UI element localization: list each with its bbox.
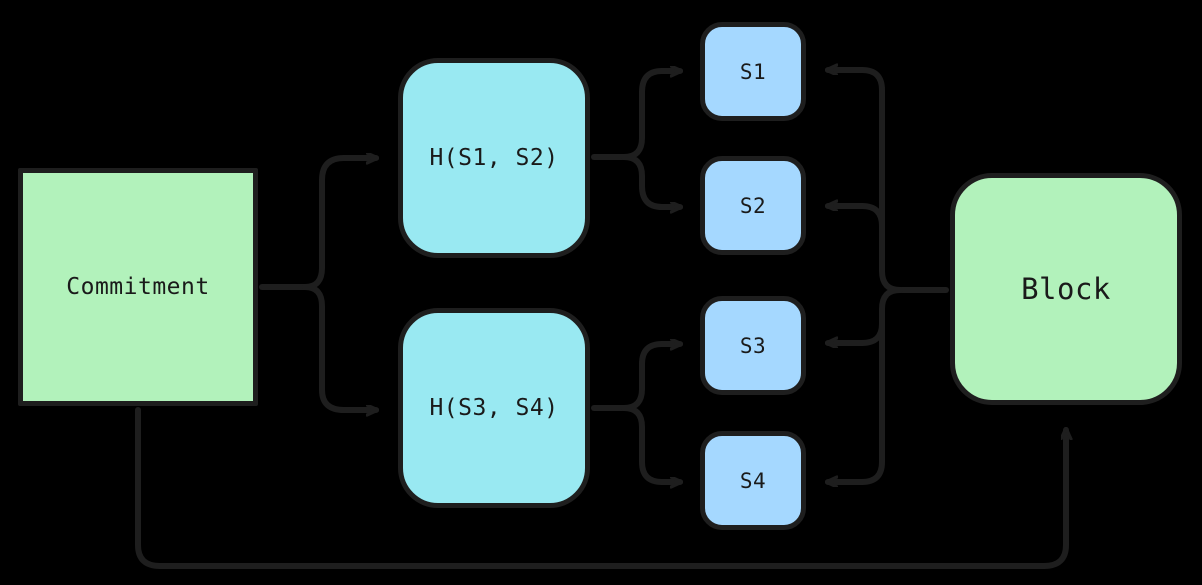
node-leaf-s2[interactable]: S2 — [700, 156, 806, 255]
node-leaf-s1-label: S1 — [739, 59, 767, 84]
edge-hash-s3-s4-to-s4 — [621, 405, 683, 482]
node-block[interactable]: Block — [950, 173, 1182, 405]
node-commitment[interactable]: Commitment — [18, 168, 258, 406]
node-hash-s1-s2[interactable]: H(S1, S2) — [398, 58, 590, 258]
edge-block-trunk-down — [825, 287, 903, 482]
node-leaf-s4-label: S4 — [739, 468, 767, 493]
edge-block-to-s2 — [825, 206, 885, 243]
node-leaf-s1[interactable]: S1 — [700, 22, 806, 121]
node-commitment-label: Commitment — [66, 274, 210, 300]
node-leaf-s4[interactable]: S4 — [700, 431, 806, 530]
edge-commitment-to-block — [135, 407, 1066, 569]
edge-commitment-to-hash-s1-s2 — [302, 158, 379, 290]
node-hash-s3-s4[interactable]: H(S3, S4) — [398, 308, 590, 508]
node-leaf-s3-label: S3 — [739, 333, 767, 358]
node-leaf-s2-label: S2 — [739, 193, 767, 218]
node-hash-s1-s2-label: H(S1, S2) — [429, 145, 559, 171]
node-hash-s3-s4-label: H(S3, S4) — [429, 395, 559, 421]
edge-block-to-s3 — [825, 321, 885, 343]
edge-hash-s1-s2-to-s2 — [621, 154, 683, 207]
edge-commitment-to-hash-s3-s4 — [302, 284, 379, 410]
edge-block-trunk-up — [825, 70, 903, 293]
node-leaf-s3[interactable]: S3 — [700, 296, 806, 395]
edge-hash-s3-s4-to-s3 — [621, 344, 683, 411]
edge-hash-s1-s2-to-s1 — [621, 71, 683, 160]
node-block-label: Block — [1021, 272, 1111, 306]
